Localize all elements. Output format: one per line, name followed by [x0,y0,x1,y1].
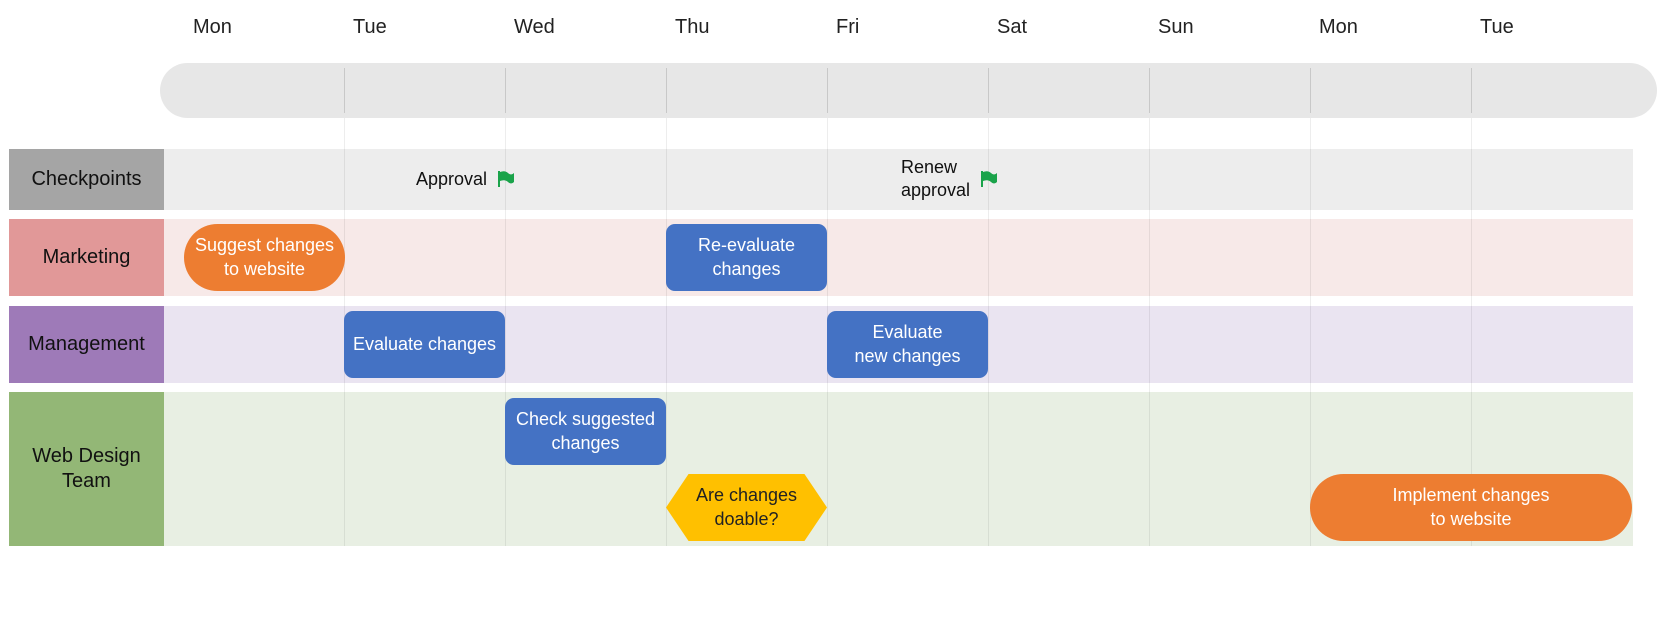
day-separator [505,68,506,113]
lane-label-management: Management [9,306,164,383]
flag-pole [981,171,983,187]
flag-cloth [500,171,514,184]
day-label-sun: Sun [1158,16,1194,38]
day-separator [827,68,828,113]
task-re-evaluate-changes[interactable]: Re-evaluate changes [666,224,827,291]
lane-label-text: Web Design Team [32,445,141,492]
task-evaluate-changes[interactable]: Evaluate changes [344,311,505,378]
day-separator [344,68,345,113]
grid-line [988,118,989,546]
lane-label-text: Marketing [42,246,131,268]
day-label-wed: Wed [514,16,555,38]
task-check-suggested-changes[interactable]: Check suggested changes [505,398,666,465]
day-label-sat: Sat [997,16,1028,38]
day-separator [1149,68,1150,113]
day-label-mon: Mon [193,16,232,38]
day-label-tue: Tue [353,16,387,38]
day-separator [1310,68,1311,113]
flag-icon [498,171,514,187]
day-label-fri: Fri [836,16,860,38]
day-separator [666,68,667,113]
grid-line [1310,118,1311,546]
checkpoint-approval-label: Approval [416,169,488,189]
lane-label-web-design-team: Web Design Team [9,392,164,546]
lane-bg-marketing [164,219,1633,296]
grid-line [505,118,506,546]
day-header-bar [160,63,1657,118]
grid-line [1471,118,1472,546]
day-separator [1471,68,1472,113]
grid-line [666,118,667,546]
checkpoint-renew-approval-label: Renew approval [901,157,971,201]
decision-are-changes-doable[interactable]: Are changes doable? [666,474,827,541]
lane-label-marketing: Marketing [9,219,164,296]
day-label-mon-2: Mon [1319,16,1358,38]
lane-label-text: Management [28,333,145,355]
task-implement-changes[interactable]: Implement changes to website [1310,474,1632,541]
flag-icon [981,171,997,187]
day-label-thu: Thu [675,16,710,38]
lane-bg-checkpoints [164,149,1633,210]
day-separator [988,68,989,113]
lane-label-text: Checkpoints [31,168,142,190]
lane-label-checkpoints: Checkpoints [9,149,164,210]
task-evaluate-new-changes[interactable]: Evaluate new changes [827,311,988,378]
flag-pole [498,171,500,187]
grid-line [1149,118,1150,546]
flag-cloth [983,171,997,184]
day-label-tue-2: Tue [1480,16,1514,38]
task-suggest-changes[interactable]: Suggest changes to website [184,224,345,291]
